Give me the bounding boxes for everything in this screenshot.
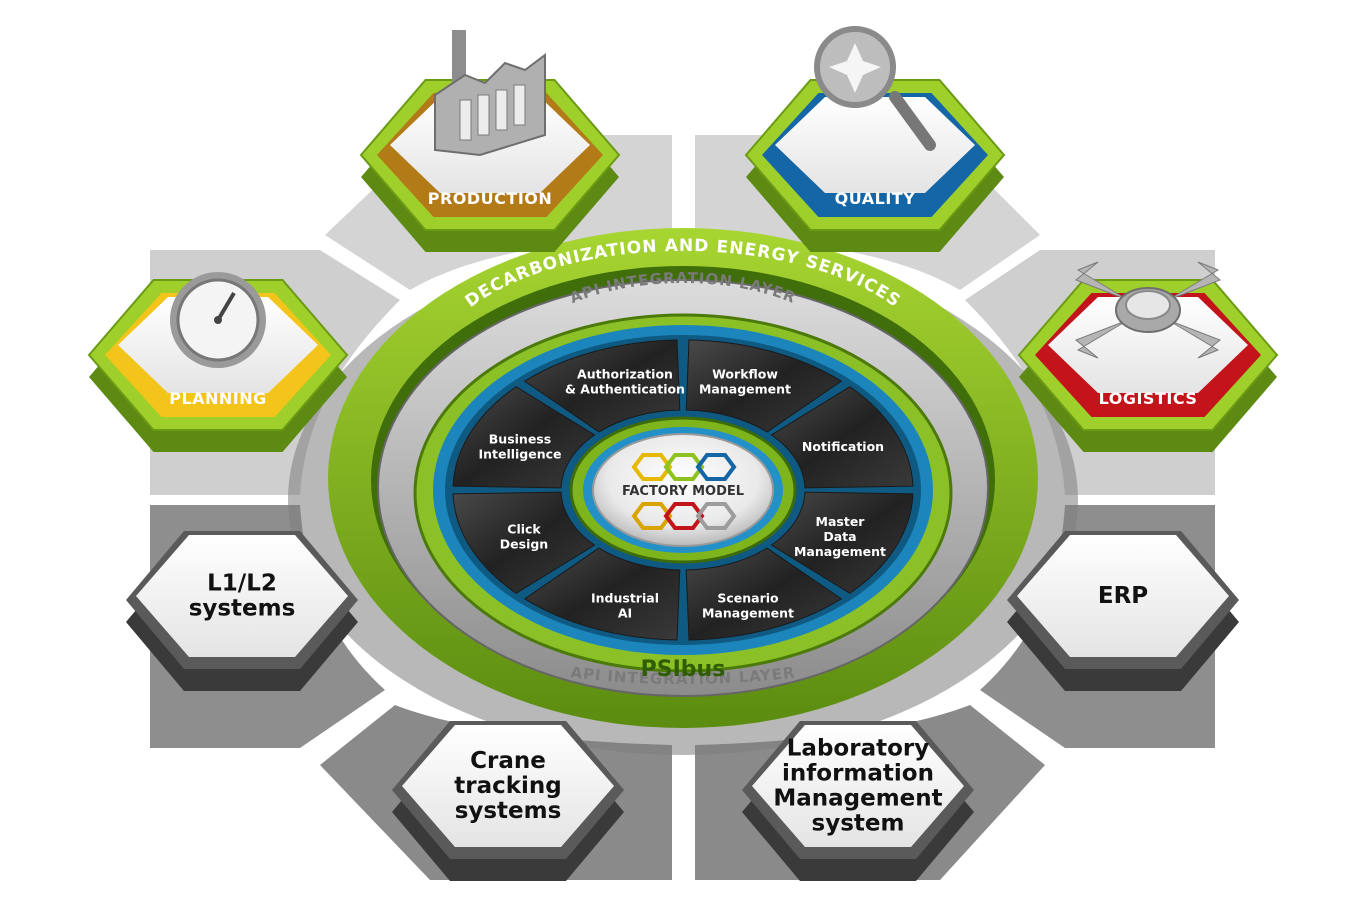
segment-workflow xyxy=(685,339,843,433)
segment-label-workflow-line: Management xyxy=(699,381,791,396)
system-erp[interactable]: ERP xyxy=(1007,531,1239,691)
logo-hex-top xyxy=(663,453,705,481)
segment-label-industrial-ai-line: Industrial xyxy=(591,590,659,605)
system-label-lims-line: Laboratory xyxy=(787,735,929,761)
module-hex-face xyxy=(775,97,975,193)
segment-label-workflow-line: Workflow xyxy=(712,366,778,381)
logo-hex-top xyxy=(695,453,737,481)
factory-model-hex-logo-icon xyxy=(631,453,737,530)
segment-label-master-data-line: Management xyxy=(794,544,886,559)
segment-label-bi-line: Business xyxy=(489,431,551,446)
stopwatch-icon xyxy=(170,272,266,368)
system-label-l1l2-line: systems xyxy=(189,595,296,621)
logo-hex-bottom xyxy=(695,502,737,530)
segment-label-click-design-line: Design xyxy=(500,536,548,551)
system-hex-face xyxy=(402,725,614,847)
segment-notification xyxy=(770,386,914,489)
segment-label-auth-line: Authorization xyxy=(577,366,673,381)
module-hexagons: PLANNING PRODUCTION QUALITY LOGISTICS xyxy=(87,26,1279,452)
logo-hex-top xyxy=(631,453,673,481)
system-label-l1l2-line: L1/L2 xyxy=(207,570,277,596)
segment-label-notification: Notification xyxy=(802,439,884,454)
segment-label-master-data-line: Master xyxy=(816,514,866,529)
module-label-planning: PLANNING xyxy=(169,389,267,408)
system-hex-face xyxy=(752,725,964,847)
segment-label-auth-line: & Authentication xyxy=(565,381,685,396)
system-label-lims-line: system xyxy=(812,810,905,836)
system-label-lims-line: Management xyxy=(773,785,942,811)
segment-label-master-data-line: Data xyxy=(823,529,856,544)
segment-click-design xyxy=(452,491,596,594)
psibus-label: PSIbus xyxy=(641,657,726,682)
segment-scenario xyxy=(685,547,843,641)
system-label-crane-line: systems xyxy=(455,798,562,824)
logo-hex-bottom xyxy=(631,502,673,530)
system-label-erp-line: ERP xyxy=(1098,583,1148,609)
system-label-lims-line: information xyxy=(782,760,934,786)
segment-label-scenario-line: Scenario xyxy=(717,590,779,605)
segment-bi xyxy=(452,386,596,489)
segment-label-scenario-line: Management xyxy=(702,605,794,620)
directional-arrows-icon xyxy=(1075,261,1221,359)
segment-industrial-ai xyxy=(523,547,681,641)
factory-icon xyxy=(434,30,546,157)
logo-hex-bottom xyxy=(663,502,705,530)
module-label-production: PRODUCTION xyxy=(428,189,553,208)
segment-label-industrial-ai-line: AI xyxy=(618,605,632,620)
system-hex-face xyxy=(1017,535,1229,657)
system-label-crane-line: tracking xyxy=(454,773,562,799)
factory-model-label: FACTORY MODEL xyxy=(622,484,744,499)
segment-label-bi-line: Intelligence xyxy=(478,446,561,461)
system-label-erp: ERP xyxy=(1098,583,1148,609)
segment-label-auth: Authorization& Authentication xyxy=(565,366,685,396)
module-label-quality: QUALITY xyxy=(835,189,916,208)
module-hex-face xyxy=(1048,297,1248,393)
segment-master-data xyxy=(770,491,914,594)
module-logistics[interactable]: LOGISTICS xyxy=(1017,261,1279,452)
segment-label-click-design-line: Click xyxy=(507,521,541,536)
module-quality[interactable]: QUALITY xyxy=(744,26,1006,252)
module-label-logistics: LOGISTICS xyxy=(1099,389,1198,408)
segment-auth xyxy=(523,339,681,433)
module-production[interactable]: PRODUCTION xyxy=(359,30,621,252)
system-hex-face xyxy=(136,535,348,657)
segment-label-notification-line: Notification xyxy=(802,439,884,454)
magnifier-icon xyxy=(814,26,936,151)
module-planning[interactable]: PLANNING xyxy=(87,272,349,452)
system-label-crane-line: Crane xyxy=(470,748,546,774)
